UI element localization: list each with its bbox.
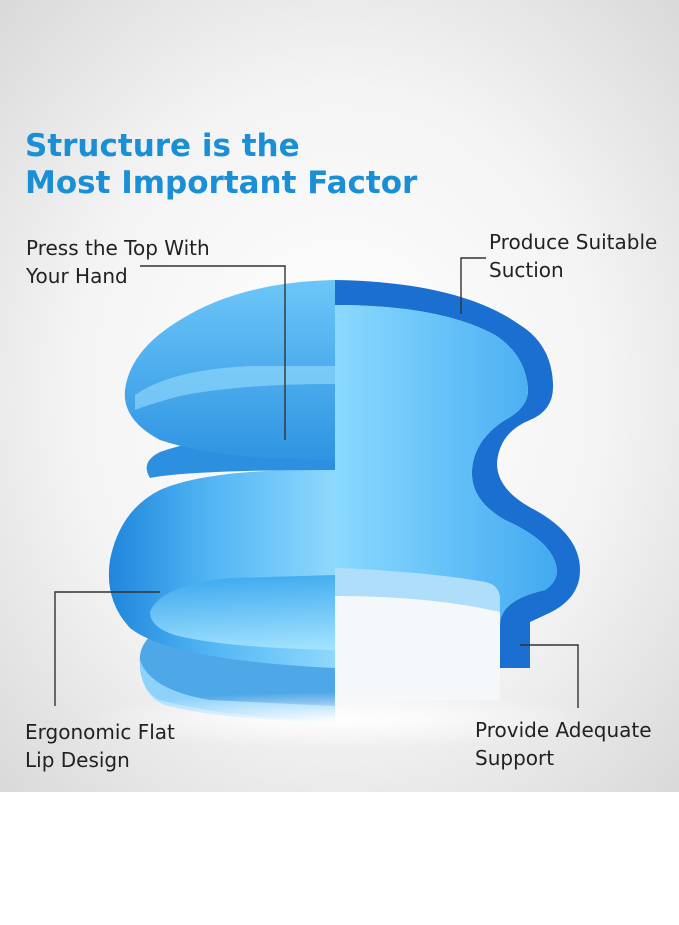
callout-support: Provide Adequate Support: [475, 716, 652, 772]
callout-support-line-1: Provide Adequate: [475, 718, 652, 742]
callout-lip-line-2: Lip Design: [25, 748, 130, 772]
callout-support-line-2: Support: [475, 746, 555, 770]
callout-line-suction: [460, 257, 486, 314]
callout-lip: Ergonomic Flat Lip Design: [25, 718, 175, 774]
callout-line-lip: [54, 591, 160, 706]
callout-press-top: Press the Top With Your Hand: [26, 234, 210, 290]
callout-suction: Produce Suitable Suction: [489, 228, 657, 284]
headline-line-1: Structure is the: [25, 128, 300, 164]
callout-suction-line-1: Produce Suitable: [489, 230, 658, 254]
callout-press-top-line-2: Your Hand: [26, 264, 128, 288]
silicone-cup-illustration: [54, 257, 600, 748]
headline: Structure is the Most Important Factor: [25, 128, 417, 202]
callout-press-top-line-1: Press the Top With: [26, 236, 210, 260]
headline-line-2: Most Important Factor: [25, 165, 418, 201]
callout-line-support: [520, 644, 579, 708]
callout-lines: [54, 257, 579, 708]
callout-line-press: [140, 265, 286, 440]
callout-lip-line-1: Ergonomic Flat: [25, 720, 175, 744]
callout-suction-line-2: Suction: [489, 258, 564, 282]
product-image-panel: Structure is the Most Important Factor P…: [0, 0, 679, 792]
